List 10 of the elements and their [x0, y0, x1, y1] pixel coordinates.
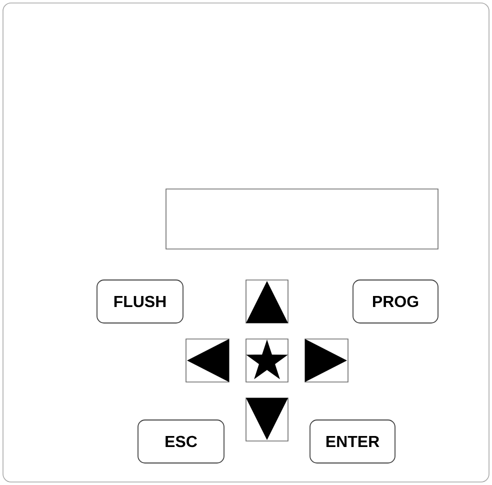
- key-button: PROG: [352, 280, 438, 324]
- key-button: FLUSH: [96, 280, 184, 324]
- key-button: ENTER: [310, 420, 396, 464]
- right-arrow-key: [304, 338, 348, 382]
- star-key: [246, 338, 288, 382]
- display-window: [166, 188, 438, 250]
- up-arrow-key: [246, 280, 288, 324]
- key-button: ESC: [138, 420, 224, 464]
- down-arrow-key: [246, 398, 288, 442]
- left-arrow-key: [186, 338, 230, 382]
